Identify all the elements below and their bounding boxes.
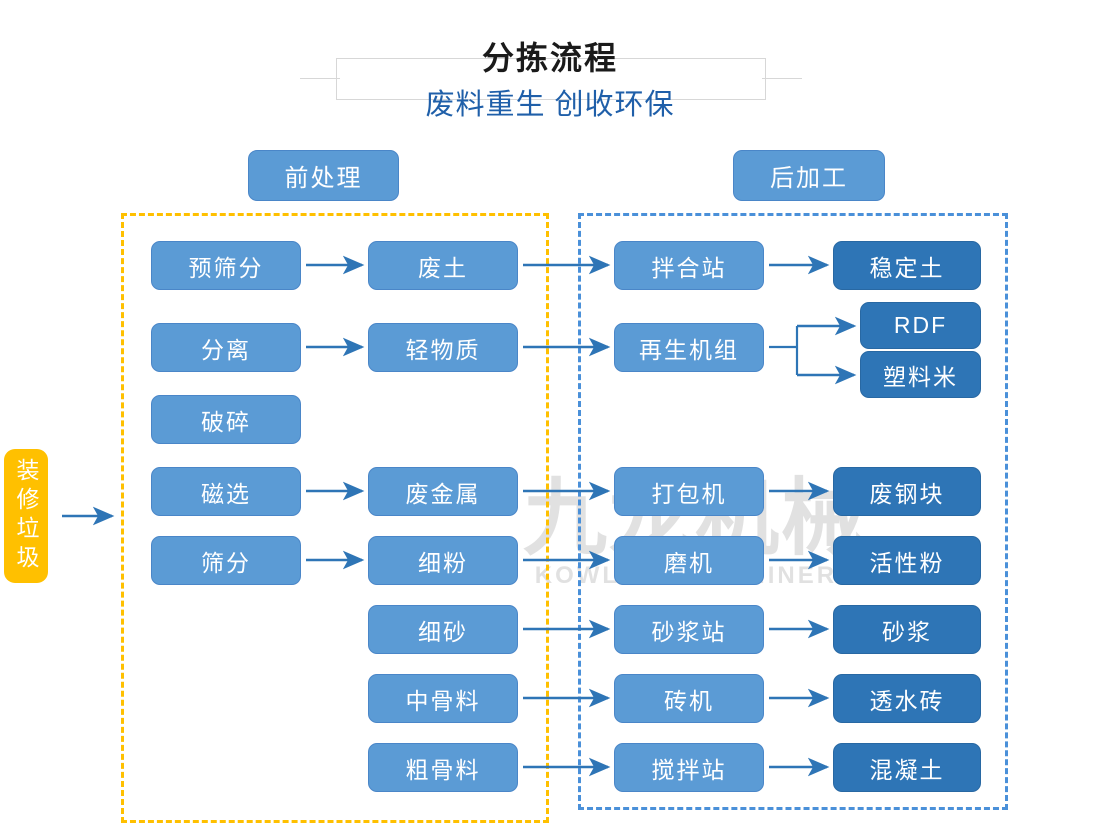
material-node[interactable]: 细粉: [368, 536, 518, 585]
product-node[interactable]: 稳定土: [833, 241, 981, 290]
input-node-construction-waste[interactable]: 装修垃圾: [4, 449, 48, 583]
page-subtitle: 废料重生 创收环保: [425, 89, 675, 121]
process-node[interactable]: 分离: [151, 323, 301, 372]
zone-pretreatment-frame: [121, 213, 549, 823]
zone-postprocess-frame: [578, 213, 1008, 810]
machine-node[interactable]: 拌合站: [614, 241, 764, 290]
product-node[interactable]: 活性粉: [833, 536, 981, 585]
product-node[interactable]: RDF: [860, 302, 981, 349]
machine-node[interactable]: 砂浆站: [614, 605, 764, 654]
page-title: 分拣流程: [481, 40, 618, 76]
material-node[interactable]: 废土: [368, 241, 518, 290]
product-node[interactable]: 砂浆: [833, 605, 981, 654]
material-node[interactable]: 废金属: [368, 467, 518, 516]
product-node[interactable]: 混凝土: [833, 743, 981, 792]
title-rule-left: [300, 78, 340, 79]
machine-node[interactable]: 磨机: [614, 536, 764, 585]
zone-header-postprocess[interactable]: 后加工: [733, 150, 885, 201]
material-node[interactable]: 中骨料: [368, 674, 518, 723]
machine-node[interactable]: 砖机: [614, 674, 764, 723]
product-node[interactable]: 废钢块: [833, 467, 981, 516]
process-node[interactable]: 筛分: [151, 536, 301, 585]
title-rule-right: [762, 78, 802, 79]
machine-node[interactable]: 搅拌站: [614, 743, 764, 792]
material-node[interactable]: 粗骨料: [368, 743, 518, 792]
product-node[interactable]: 透水砖: [833, 674, 981, 723]
zone-header-pretreatment[interactable]: 前处理: [248, 150, 399, 201]
machine-node[interactable]: 再生机组: [614, 323, 764, 372]
process-node[interactable]: 破碎: [151, 395, 301, 444]
material-node[interactable]: 细砂: [368, 605, 518, 654]
material-node[interactable]: 轻物质: [368, 323, 518, 372]
process-node[interactable]: 磁选: [151, 467, 301, 516]
process-node[interactable]: 预筛分: [151, 241, 301, 290]
machine-node[interactable]: 打包机: [614, 467, 764, 516]
title-frame: [336, 58, 766, 100]
product-node[interactable]: 塑料米: [860, 351, 981, 398]
